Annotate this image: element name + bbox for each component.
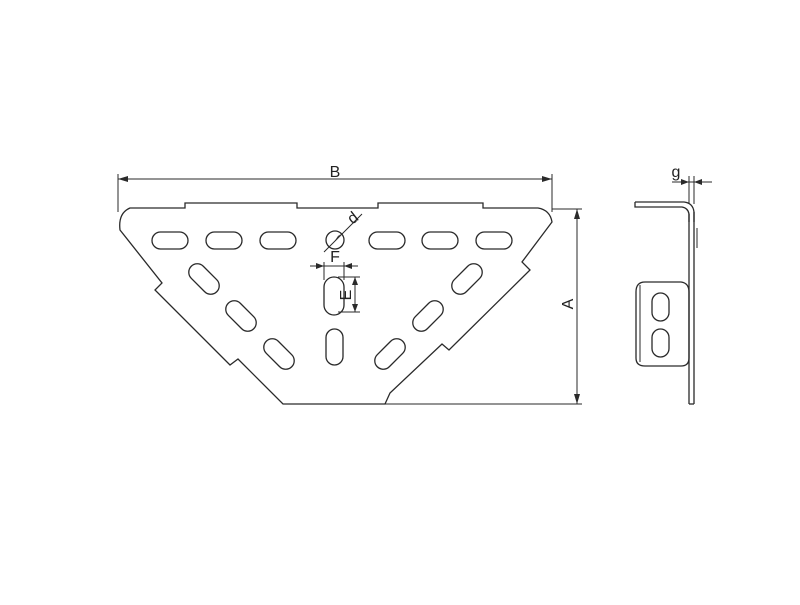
slot-diagonal [263, 338, 295, 370]
dimension-g-label: g [672, 164, 681, 181]
dimension-d [323, 213, 363, 253]
round-hole [325, 230, 345, 250]
slot-horizontal [259, 231, 297, 250]
slot-diagonal [188, 263, 220, 295]
dimension-e-label: E [338, 290, 355, 301]
dimension-f [310, 262, 358, 280]
side-slot [651, 292, 670, 322]
dimension-d-label: d [344, 209, 361, 228]
dimension-b [117, 174, 553, 212]
side-view [634, 201, 698, 405]
dimension-a [385, 208, 582, 405]
dimension-g [672, 176, 712, 204]
dimension-a-label: A [560, 298, 577, 309]
slot-horizontal [151, 231, 189, 250]
dimension-e [338, 276, 360, 313]
slot-horizontal [421, 231, 459, 250]
plate-outline [119, 202, 553, 405]
slot-diagonal [225, 300, 257, 332]
dimension-f-label: F [330, 249, 340, 266]
slot-diagonal [451, 263, 483, 295]
slot-diagonal [412, 300, 444, 332]
dimension-b-label: B [330, 164, 341, 181]
slot-horizontal [368, 231, 406, 250]
side-slot [651, 328, 670, 358]
slot-diagonal [374, 338, 406, 370]
slot-horizontal [475, 231, 513, 250]
slot-horizontal [205, 231, 243, 250]
slot-vertical-dimensioned [323, 276, 345, 316]
slot-vertical [325, 328, 344, 366]
